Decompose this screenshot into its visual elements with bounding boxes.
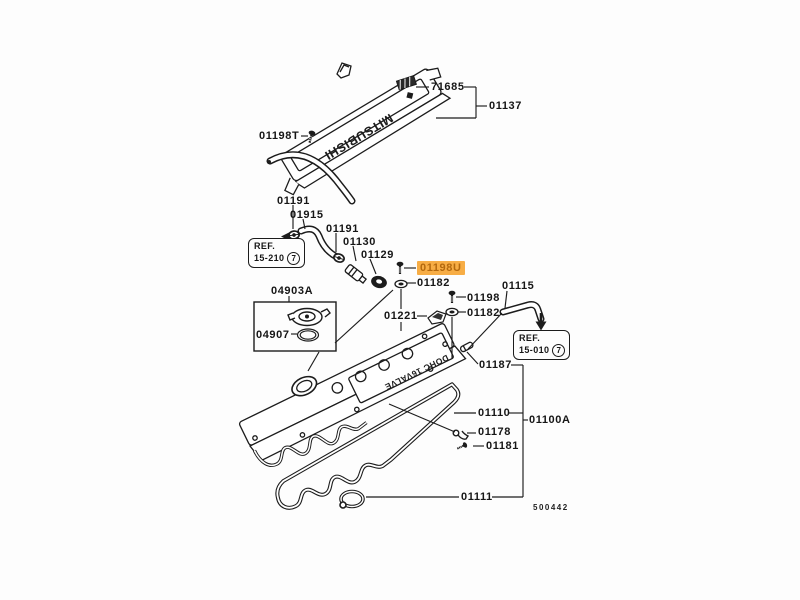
- cap-kit-box-art: [253, 301, 337, 352]
- part-label-01129[interactable]: 01129: [361, 249, 394, 261]
- circled-number-icon: 7: [287, 252, 301, 265]
- ref-box-page: 15-210: [254, 253, 285, 263]
- rocker-cover-art: DOHC 16VALVE: [238, 323, 474, 467]
- ref-box-page: 15-010: [519, 345, 550, 355]
- drawing-code: 500442: [533, 503, 569, 512]
- gasket-art: [275, 382, 461, 510]
- part-label-04903A[interactable]: 04903A: [271, 285, 314, 297]
- part-label-01182-a[interactable]: 01182: [417, 277, 450, 289]
- part-label-71685[interactable]: 71685: [431, 81, 465, 93]
- part-label-01115[interactable]: 01115: [502, 280, 535, 292]
- baffle-01221-icon: [427, 310, 447, 325]
- part-label-01111[interactable]: 01111: [461, 491, 493, 503]
- part-label-01100A[interactable]: 01100A: [529, 414, 571, 426]
- ref-box-title: REF.: [254, 241, 276, 251]
- part-label-01181[interactable]: 01181: [486, 440, 519, 452]
- clip-01178-icon: [452, 429, 470, 440]
- bolt-01198b-icon: [448, 290, 456, 304]
- grommet-01182a-icon: [394, 279, 408, 289]
- part-label-01130[interactable]: 01130: [343, 236, 376, 248]
- part-label-01137[interactable]: 01137: [489, 100, 522, 112]
- leader-lines: [288, 86, 528, 498]
- emblem-art: [395, 75, 417, 91]
- breather-cover-art: MITSUBISHI: [266, 62, 452, 205]
- part-label-01221[interactable]: 01221: [384, 310, 418, 322]
- part-label-01187[interactable]: 01187: [479, 359, 512, 371]
- part-label-01110[interactable]: 01110: [478, 407, 511, 419]
- part-label-01191-a[interactable]: 01191: [277, 195, 310, 207]
- bolt-01198U-icon[interactable]: [396, 261, 404, 275]
- part-label-01198T[interactable]: 01198T: [259, 130, 300, 142]
- grommet-01182b-icon: [445, 307, 459, 317]
- bolt-01181-icon: [455, 441, 469, 452]
- part-label-04907[interactable]: 04907: [256, 329, 290, 341]
- pcv-hose-assembly-art: [287, 225, 387, 289]
- circled-number-icon: 7: [552, 344, 566, 357]
- part-label-01198U-highlighted[interactable]: 01198U: [417, 261, 465, 275]
- part-label-01915[interactable]: 01915: [290, 209, 324, 221]
- ref-box-15-210[interactable]: REF. 15-210 7: [248, 238, 306, 268]
- part-label-01191-b[interactable]: 01191: [326, 223, 359, 235]
- breather-hose-01115-art: [499, 301, 545, 323]
- part-label-01178[interactable]: 01178: [478, 426, 511, 438]
- ref-box-title: REF.: [519, 333, 541, 343]
- ref-box-15-010[interactable]: REF. 15-010 7: [513, 330, 571, 360]
- clamp-01191b-icon: [331, 251, 347, 265]
- seal-ring-01111-icon: [339, 489, 365, 509]
- part-label-01198-b[interactable]: 01198: [467, 292, 500, 304]
- down-arrow-icon: [535, 313, 547, 331]
- part-label-01182-b[interactable]: 01182: [467, 307, 500, 319]
